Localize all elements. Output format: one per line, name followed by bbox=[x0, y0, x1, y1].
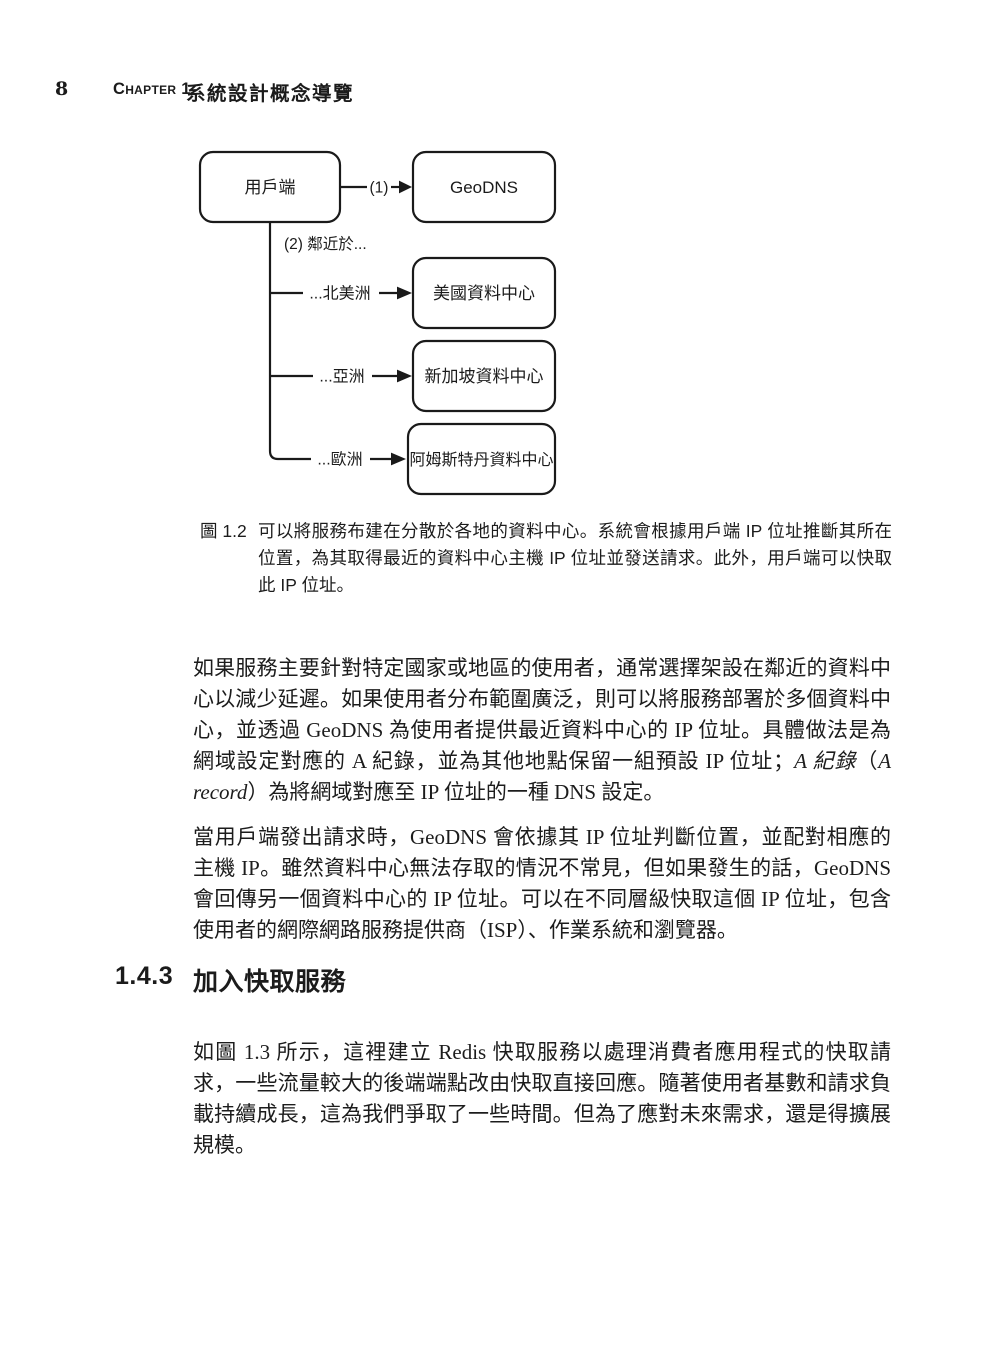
us-datacenter-arrowhead-icon bbox=[397, 286, 412, 300]
chapter-label: Chapter 1 bbox=[113, 80, 191, 98]
section-number: 1.4.3 bbox=[115, 962, 174, 990]
client-branch-trunk-line bbox=[268, 222, 311, 461]
paren-open: （ bbox=[856, 749, 879, 773]
a-record-term-zh: A 紀錄 bbox=[794, 749, 857, 773]
figure-caption-label: 圖 1.2 bbox=[200, 521, 247, 541]
figure-caption-text: 可以將服務布建在分散於各地的資料中心。系統會根據用戶端 IP 位址推斷其所在位置… bbox=[258, 521, 892, 595]
north-america-label: ...北美洲 bbox=[309, 285, 370, 303]
body-paragraph-1: 如果服務主要針對特定國家或地區的使用者，通常選擇架設在鄰近的資料中心以減少延遲。… bbox=[193, 653, 891, 808]
geodns-node-box bbox=[411, 150, 557, 224]
amsterdam-datacenter-node-box bbox=[406, 422, 557, 496]
body-paragraph-1-tail: ）為將網域對應至 IP 位址的一種 DNS 設定。 bbox=[247, 780, 665, 804]
page-number: 8 bbox=[55, 78, 69, 100]
us-datacenter-node-label: 美國資料中心 bbox=[433, 284, 535, 303]
amsterdam-datacenter-node-label: 阿姆斯特丹資料中心 bbox=[409, 451, 553, 469]
body-paragraph-2: 當用戶端發出請求時，GeoDNS 會依據其 IP 位址判斷位置，並配對相應的主機… bbox=[193, 825, 891, 942]
singapore-datacenter-node-label: 新加坡資料中心 bbox=[425, 367, 544, 386]
us-datacenter-node-box bbox=[411, 256, 557, 330]
geodns-arrowhead-icon bbox=[399, 180, 412, 194]
a-record-term-en: A record bbox=[193, 749, 892, 804]
amsterdam-datacenter-arrowhead-icon bbox=[391, 452, 406, 466]
running-head: 8 Chapter 1 系統設計概念導覽 bbox=[0, 76, 1000, 105]
figure-1-2-diagram: 用戶端 GeoDNS 美國資料中心 新加坡資料中心 阿姆斯特丹資料中心 (1) … bbox=[198, 150, 557, 496]
figure-caption: 圖 1.2 可以將服務布建在分散於各地的資料中心。系統會根據用戶端 IP 位址推… bbox=[200, 518, 892, 599]
asia-label: ...亞洲 bbox=[319, 369, 364, 386]
client-node-label: 用戶端 bbox=[245, 178, 296, 197]
singapore-datacenter-arrowhead-icon bbox=[397, 369, 412, 383]
body-paragraph-1-text: 如果服務主要針對特定國家或地區的使用者，通常選擇架設在鄰近的資料中心以減少延遲。… bbox=[193, 656, 891, 773]
step1-label: (1) bbox=[370, 180, 389, 197]
europe-label: ...歐洲 bbox=[317, 451, 362, 469]
section-title: 加入快取服務 bbox=[193, 968, 347, 996]
section-heading-1-4-3: 1.4.3 加入快取服務 bbox=[115, 962, 346, 998]
section-paragraph-1: 如圖 1.3 所示，這裡建立 Redis 快取服務以處理消費者應用程式的快取請求… bbox=[193, 1040, 891, 1157]
geodns-node-label: GeoDNS bbox=[450, 178, 518, 197]
singapore-datacenter-node-box bbox=[411, 339, 557, 413]
chapter-title: 系統設計概念導覽 bbox=[186, 83, 355, 105]
step2-label: (2) 鄰近於... bbox=[284, 235, 367, 253]
